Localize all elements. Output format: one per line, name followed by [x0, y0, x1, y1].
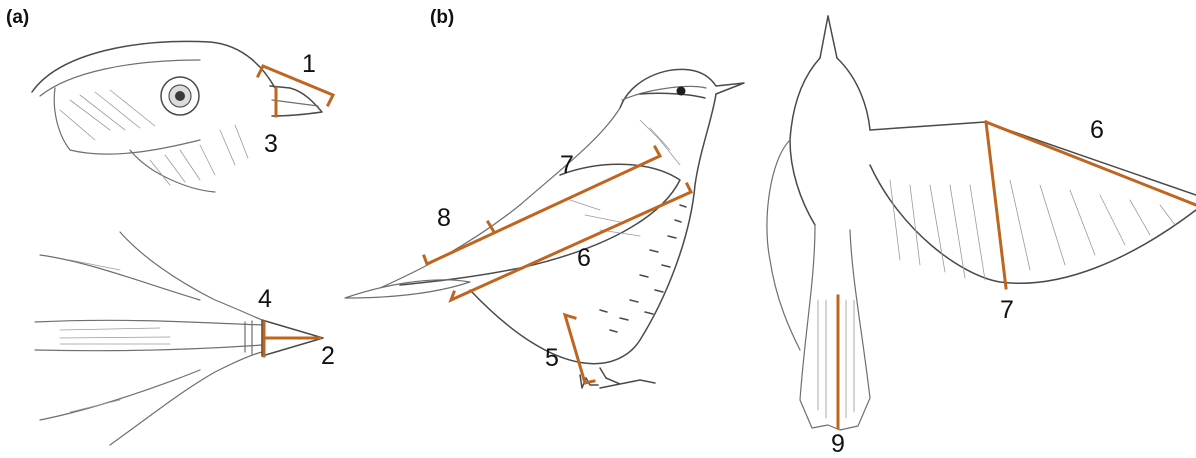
measure-label-1: 1	[302, 52, 316, 77]
measure-label-6-wing: 6	[1090, 118, 1104, 143]
measure-line-5	[565, 315, 594, 383]
measure-label-2: 2	[321, 344, 335, 369]
head-profile-sketch	[32, 41, 322, 192]
measure-line-1	[258, 66, 333, 105]
thrush-dorsal-sketch	[767, 16, 1196, 430]
breast-spots	[600, 205, 686, 332]
measure-label-3: 3	[264, 132, 278, 157]
thrush-eye	[677, 87, 686, 96]
measure-line-6-side	[451, 184, 691, 300]
measure-label-9: 9	[831, 432, 845, 457]
measure-label-8: 8	[437, 206, 451, 231]
measure-label-7-side: 7	[560, 153, 574, 178]
thrush-side-sketch	[345, 69, 744, 388]
measure-label-4: 4	[258, 287, 272, 312]
measure-label-7-wing: 7	[1000, 298, 1014, 323]
eye-pupil	[175, 91, 185, 101]
measure-line-8-tick	[488, 222, 494, 232]
measurement-lines	[258, 66, 1196, 428]
measure-line-7-wing	[986, 122, 1006, 288]
measure-label-5: 5	[545, 346, 559, 371]
measure-label-6-side: 6	[577, 246, 591, 271]
